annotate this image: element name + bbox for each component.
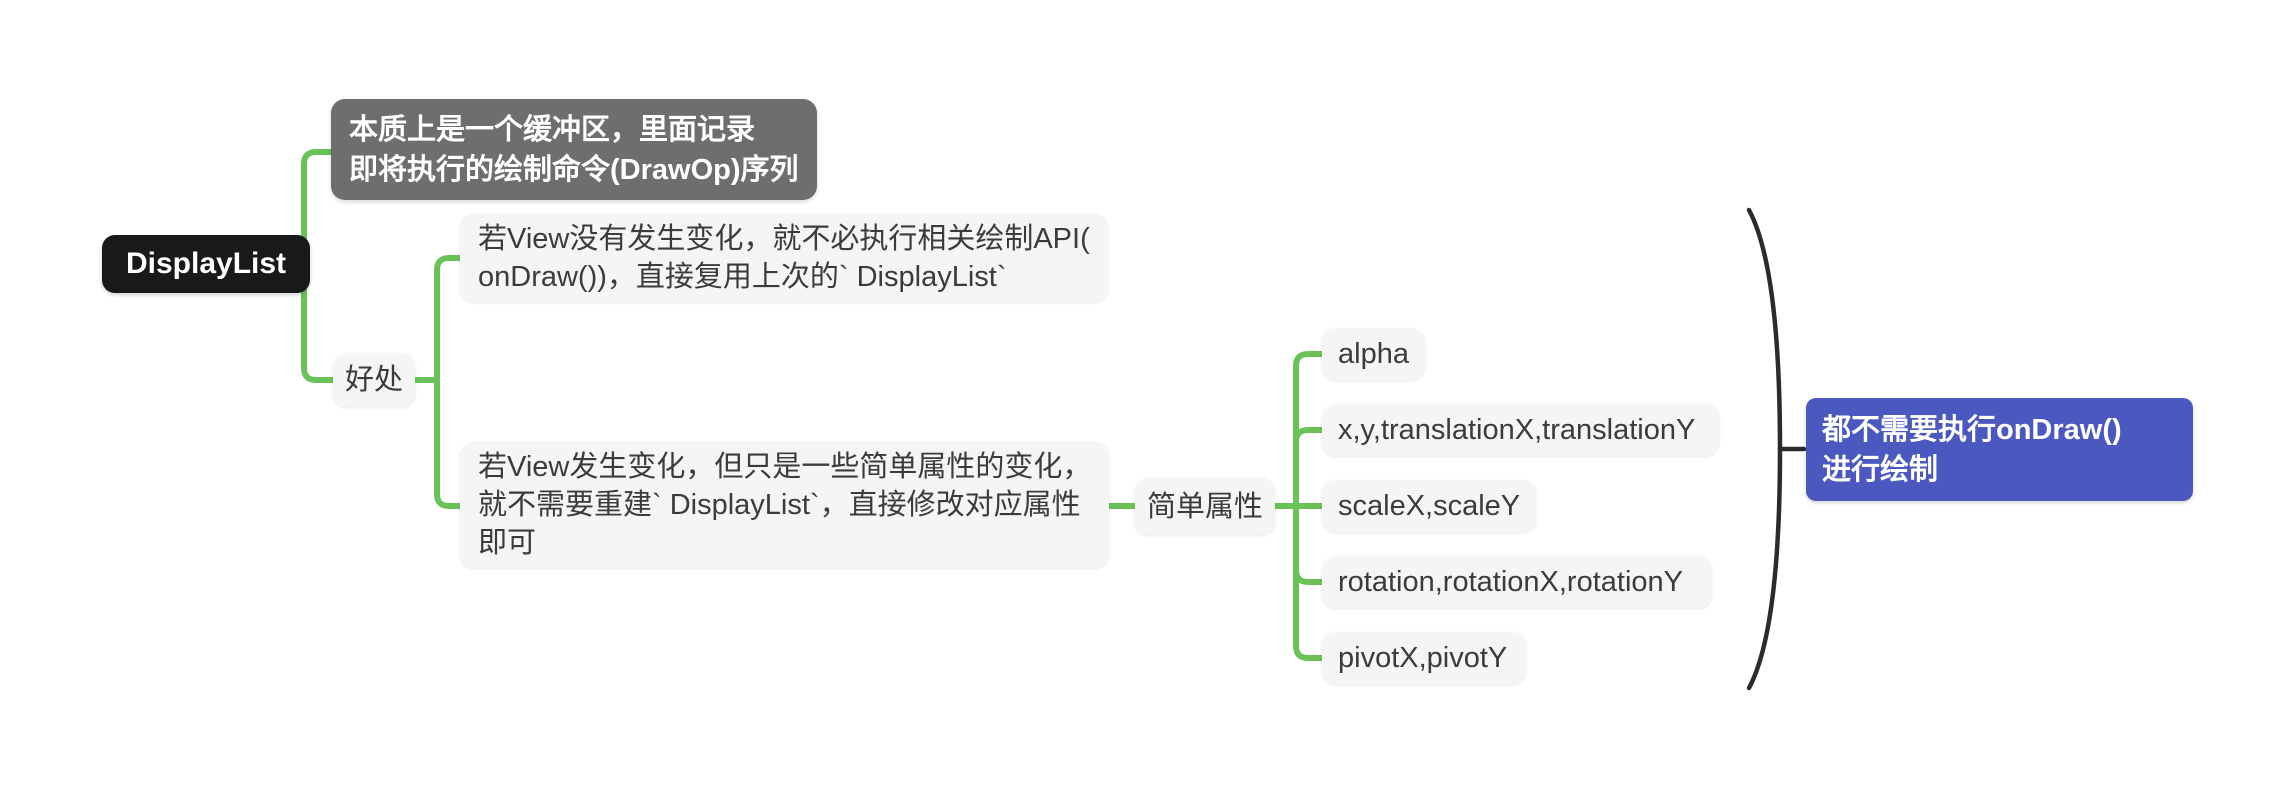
connector-simple-props-to-rotation xyxy=(1293,503,1325,585)
node-displaylist-root[interactable]: DisplayList xyxy=(102,235,311,293)
node-prop-rotation[interactable]: rotation,rotationX,rotationY xyxy=(1322,556,1712,608)
node-essence-note[interactable]: 本质上是一个缓冲区，里面记录 即将执行的绘制命令(DrawOp)序列 xyxy=(331,99,817,200)
node-prop-alpha[interactable]: alpha xyxy=(1322,328,1425,380)
connector-benefits-to-no-change xyxy=(434,255,463,383)
node-benefit-simple-change[interactable]: 若View发生变化，但只是一些简单属性的变化， 就不需要重建` DisplayL… xyxy=(460,442,1110,568)
connector-simple-props-to-pivot xyxy=(1293,503,1325,661)
connector-simple-props-to-translation xyxy=(1293,427,1325,509)
node-summary-no-ondraw[interactable]: 都不需要执行onDraw() 进行绘制 xyxy=(1806,398,2193,501)
summary-brace xyxy=(1746,207,1783,691)
node-prop-pivot[interactable]: pivotX,pivotY xyxy=(1322,632,1526,684)
node-benefits[interactable]: 好处 xyxy=(333,353,416,407)
node-benefit-no-change[interactable]: 若View没有发生变化，就不必执行相关绘制API( onDraw())，直接复用… xyxy=(460,214,1108,302)
node-prop-scale[interactable]: scaleX,scaleY xyxy=(1322,480,1537,532)
connector-simple-props-to-alpha xyxy=(1293,351,1325,509)
connector-benefits-to-simple-change xyxy=(434,377,463,509)
node-prop-translation[interactable]: x,y,translationX,translationY xyxy=(1322,404,1719,456)
node-simple-props[interactable]: 简单属性 xyxy=(1135,478,1276,535)
